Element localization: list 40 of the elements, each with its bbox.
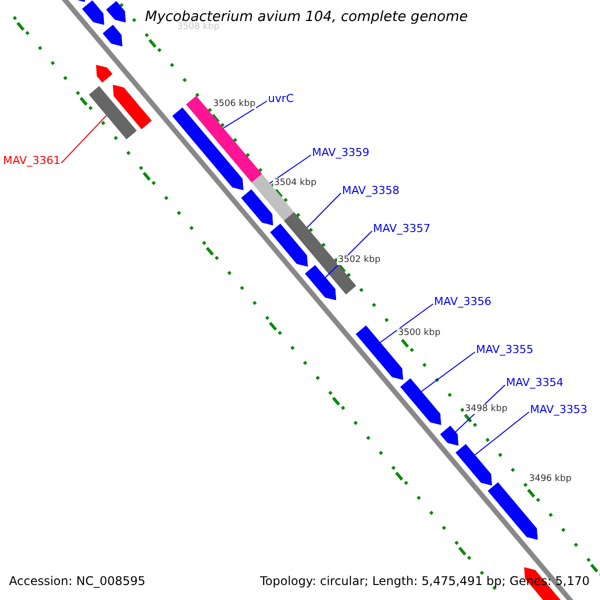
scale-label: 3496 kbp — [528, 474, 572, 484]
gene-glyph — [440, 426, 458, 446]
leader-line — [269, 154, 312, 184]
gene-label: MAV_3355 — [476, 344, 534, 357]
scale-label: 3504 kbp — [273, 178, 318, 188]
leader-line — [306, 192, 342, 228]
gene-glyph — [112, 84, 152, 130]
gene-glyph — [400, 378, 442, 425]
gene-glyph — [96, 64, 112, 83]
gene-label: MAV_3356 — [434, 296, 492, 309]
accession-text: Accession: NC_008595 — [9, 575, 146, 589]
leader-line — [60, 114, 108, 164]
gene-glyph — [82, 0, 104, 25]
scale-label: 3506 kbp — [212, 99, 256, 110]
gene-glyph — [304, 265, 336, 300]
gene-glyph — [241, 189, 274, 226]
gene-glyph — [88, 86, 137, 140]
gene-glyph — [102, 24, 122, 46]
gene-glyph — [186, 96, 262, 183]
gene-glyph — [270, 224, 308, 267]
leader-line — [474, 412, 530, 456]
gene-label: MAV_3358 — [342, 185, 400, 198]
scale-label: 3498 kbp — [464, 404, 508, 414]
gene-label: uvrC — [268, 93, 294, 106]
gene-label: MAV_3354 — [506, 377, 564, 390]
scale-label: 3500 kbp — [397, 328, 442, 338]
gene-glyph — [456, 444, 492, 486]
gene-label: MAV_3361 — [3, 155, 60, 168]
gene-label: MAV_3359 — [312, 147, 370, 160]
gene-label: MAV_3357 — [373, 223, 430, 236]
scale-label: 3502 kbp — [337, 255, 382, 266]
gene-glyph — [172, 107, 244, 190]
gene-label: MAV_3353 — [530, 404, 588, 417]
leader-line — [420, 352, 476, 392]
gene-glyph — [488, 482, 538, 540]
leader-line — [380, 304, 434, 344]
gene-glyph — [106, 0, 126, 22]
leader-line — [222, 100, 268, 129]
gene-glyph — [252, 174, 294, 221]
title: Mycobacterium avium 104, complete genome — [145, 9, 468, 25]
